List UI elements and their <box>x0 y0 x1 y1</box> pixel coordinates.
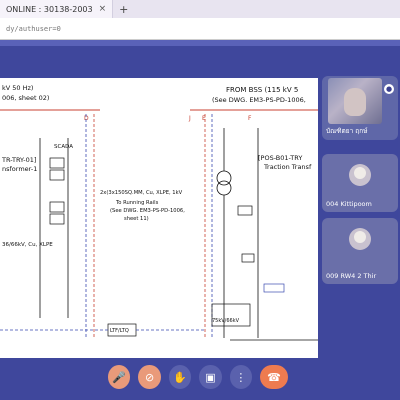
close-icon[interactable]: × <box>98 4 107 14</box>
participant-video <box>328 78 382 124</box>
bottom-box-label: LTF/LTQ <box>110 328 129 334</box>
center-cable-4: sheet 11) <box>124 216 149 222</box>
end-call-button[interactable]: ☎ <box>260 365 289 389</box>
diagram-label-d: D <box>84 115 89 122</box>
raise-hand-button[interactable]: ✋ <box>168 365 192 389</box>
address-bar[interactable]: dy/authuser=0 <box>0 18 400 40</box>
participant-tile[interactable]: 004 Kittipoom <box>322 154 398 212</box>
camera-off-icon: ⊘ <box>145 370 155 384</box>
right-block-subtitle: Traction Transf <box>263 163 312 171</box>
present-button[interactable]: ▣ <box>199 365 222 389</box>
diagram-label-e: E <box>202 115 206 122</box>
right-block-title: [POS-B01-TRY <box>258 154 302 162</box>
left-block-title: TR-TRY-01] <box>1 156 36 164</box>
meeting-bottom-strip <box>0 358 400 364</box>
scada-label: SCADA <box>54 144 73 150</box>
new-tab-icon[interactable]: + <box>119 2 129 16</box>
browser-tab[interactable]: ONLINE : 30138-2003 × <box>0 0 114 18</box>
meeting-top-strip <box>0 40 400 46</box>
diagram-header-left-2: 006, sheet 02) <box>2 94 49 102</box>
avatar <box>349 164 371 186</box>
participant-tile-active-speaker[interactable]: ● บัณฑิตยา ฤกษ์ <box>322 76 398 140</box>
avatar <box>349 228 371 250</box>
participant-tile[interactable]: 009 RW4 2 Thir <box>322 218 398 284</box>
diagram-header-right-1: FROM BSS (115 kV 5 <box>226 86 298 94</box>
camera-toggle-button[interactable]: ⊘ <box>138 365 161 389</box>
diagram-header-right-2: (See DWG. EM3-PS-PD-1006, <box>212 96 306 104</box>
center-cable-3: (See DWG. EM3-PS-PD-1006, <box>110 208 185 214</box>
url-text: dy/authuser=0 <box>6 24 61 33</box>
present-icon: ▣ <box>205 370 216 384</box>
left-cable-label: 36/66kV, Cu, XLPE <box>2 242 53 248</box>
mic-toggle-button[interactable]: 🎤 <box>108 365 131 389</box>
diagram-header-left-1: kV 50 Hz) <box>2 84 33 92</box>
participant-name: 009 RW4 2 Thir <box>326 272 377 280</box>
tab-title: ONLINE : 30138-2003 <box>6 4 93 14</box>
participant-name: บัณฑิตยา ฤกษ์ <box>326 127 368 135</box>
mic-off-icon: 🎤 <box>112 370 127 384</box>
electrical-diagram: kV 50 Hz) 006, sheet 02) FROM BSS (115 k… <box>0 78 318 358</box>
participant-name: 004 Kittipoom <box>326 200 372 208</box>
diagram-label-f: F <box>248 115 252 122</box>
hand-icon: ✋ <box>173 370 187 384</box>
center-cable-1: 2x(3x150SQ.MM, Cu, XLPE, 1kV <box>100 190 183 196</box>
center-cable-2: To Running Rails <box>115 200 159 206</box>
browser-tabbar: ONLINE : 30138-2003 × + <box>0 0 400 18</box>
more-icon: ⋮ <box>235 370 247 384</box>
shared-screen: kV 50 Hz) 006, sheet 02) FROM BSS (115 k… <box>0 78 318 358</box>
diagram-label-j: J <box>188 115 191 122</box>
more-options-button[interactable]: ⋮ <box>229 365 253 389</box>
meeting-controls: 🎤 ⊘ ✋ ▣ ⋮ ☎ <box>108 364 289 390</box>
bottom-right-label: 75kV/66kV <box>212 318 240 324</box>
speaking-mic-icon: ● <box>384 84 394 94</box>
left-block-subtitle: nsformer-1 <box>2 165 37 173</box>
end-call-icon: ☎ <box>267 370 281 384</box>
